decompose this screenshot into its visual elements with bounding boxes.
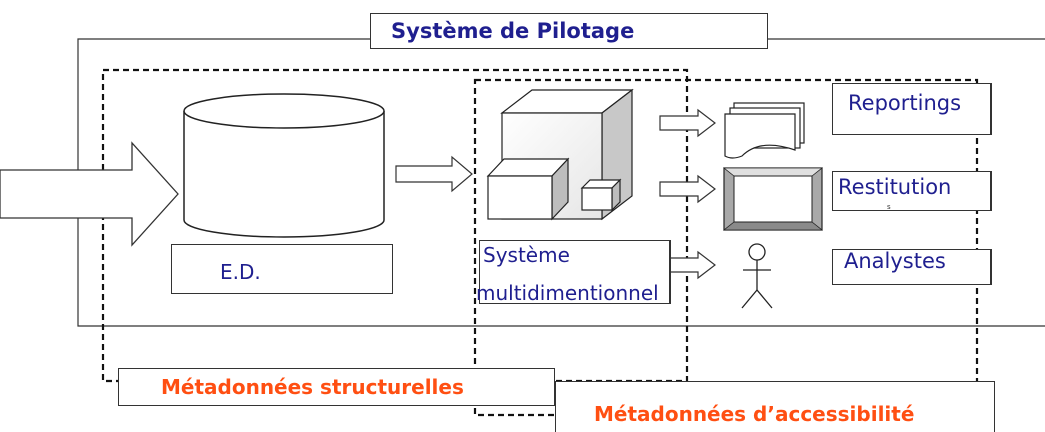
restitution-mark: s — [887, 203, 891, 211]
arrow-to-reportings — [659, 108, 716, 138]
accessibility-metadata-region — [473, 78, 979, 417]
analyst-figure-icon — [741, 243, 773, 309]
restitution-screen-icon — [722, 167, 824, 231]
multidimensional-label-line1: Système — [483, 243, 570, 267]
accessibility-metadata-label-box: Métadonnées d’accessibilité — [555, 381, 995, 432]
data-warehouse-cylinder — [183, 93, 385, 238]
ed-label: E.D. — [220, 260, 261, 284]
structural-metadata-region — [101, 68, 689, 383]
analystes-label: Analystes — [844, 249, 946, 273]
multidimensional-box — [479, 240, 671, 304]
restitution-box — [832, 171, 992, 211]
accessibility-metadata-label: Métadonnées d’accessibilité — [594, 402, 915, 426]
arrow-to-multidimensional — [395, 155, 473, 193]
multidimensional-cubes — [486, 88, 634, 221]
structural-metadata-label-box: Métadonnées structurelles — [118, 368, 555, 406]
structural-metadata-label: Métadonnées structurelles — [161, 375, 464, 399]
multidimensional-label-line2: multidimentionnel — [476, 281, 659, 305]
diagram-title: Système de Pilotage — [370, 13, 768, 49]
reportings-label: Reportings — [848, 91, 962, 115]
arrow-to-restitution — [659, 174, 716, 204]
reportings-box — [832, 83, 992, 135]
input-arrow — [0, 141, 179, 247]
ed-label-box: E.D. — [171, 244, 393, 294]
analystes-box — [832, 249, 992, 285]
restitution-label: Restitution — [838, 175, 952, 199]
reports-documents-icon — [724, 102, 805, 159]
